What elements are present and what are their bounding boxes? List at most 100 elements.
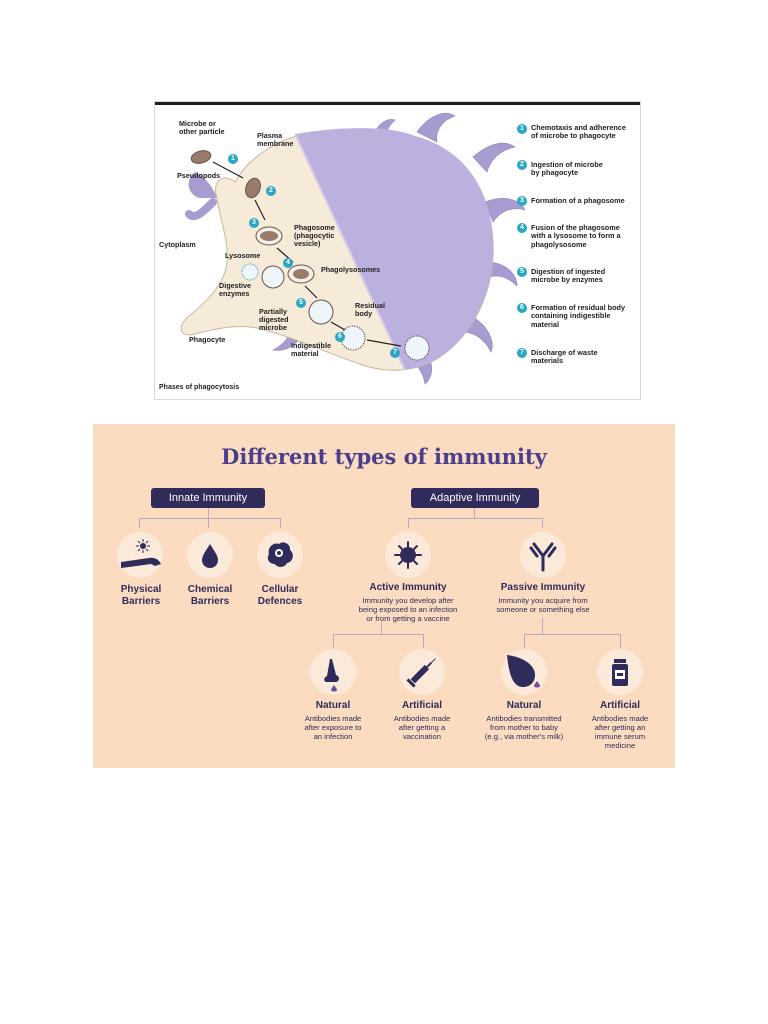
passive-connector-v3: [620, 634, 621, 648]
active-immunity-desc: Immunity you develop after being exposed…: [358, 596, 458, 623]
phagolysosome-microbe: [293, 269, 309, 279]
legend-step-6-text: Formation of residual body containing in…: [531, 303, 626, 329]
legend-step-1-number: 1: [517, 124, 527, 134]
passive-natural-title: Natural: [506, 700, 542, 711]
phagocyte-illustration: [180, 113, 526, 385]
legend-step-1-text: Chemotaxis and adherence of microbe to p…: [531, 123, 626, 141]
phagocytosis-figure: Microbe or other particle Plasma membran…: [155, 102, 640, 399]
cell-division-line: [294, 133, 406, 371]
spike-3: [472, 142, 516, 173]
legend-step-2-number: 2: [517, 160, 527, 170]
active-immunity-title: Active Immunity: [369, 582, 447, 593]
passive-artificial-desc: Antibodies made after getting an immune …: [591, 714, 649, 750]
step-marker-7: 7: [390, 348, 400, 358]
microbe-1: [190, 150, 212, 164]
label-partially-digested: Partially digested microbe: [259, 307, 289, 332]
active-connector-h: [333, 634, 424, 635]
immunity-infographic: Different types of immunity Innate Immun…: [93, 424, 675, 768]
legend-step-4-text: Fusion of the phagosome with a lysosome …: [531, 223, 621, 249]
medicine-bottle-icon: [612, 659, 628, 686]
legend-step-2-text: Ingestion of microbe by phagocyte: [531, 160, 603, 178]
active-connector-v2: [381, 622, 382, 634]
adaptive-connector-v3: [542, 518, 543, 528]
active-natural-desc: Antibodies made after exposure to an inf…: [304, 714, 362, 741]
figure-caption: Phases of phagocytosis: [159, 384, 240, 391]
passive-natural-icon-bg: [501, 649, 547, 695]
innate-connector-v2: [208, 508, 209, 528]
legend-step-6-number: 6: [517, 303, 527, 313]
label-phagolysosomes: Phagolysosomes: [321, 265, 381, 274]
residual-body: [340, 325, 366, 351]
step-marker-6: 6: [335, 332, 345, 342]
cellular-defences-icon-bg: [257, 532, 303, 578]
passive-natural-desc: Antibodies transmitted from mother to ba…: [484, 714, 564, 741]
antibody-icon: [529, 542, 557, 572]
active-natural-icon-bg: [310, 649, 356, 695]
pseudopod-arm-lower: [185, 198, 217, 221]
physical-barriers-label: Physical Barriers: [120, 584, 162, 607]
physical-barriers-icon-bg: [117, 532, 163, 578]
label-phagosome: Phagosome (phagocytic vesicle): [294, 223, 335, 248]
legend-step-7-text: Discharge of waste materials: [531, 348, 598, 366]
active-immunity-icon-bg: [385, 532, 431, 578]
spike-6: [464, 316, 493, 353]
legend-step-5-number: 5: [517, 267, 527, 277]
step-marker-2: 2: [266, 186, 276, 196]
step-marker-5: 5: [296, 298, 306, 308]
legend-step-5-text: Digestion of ingested microbe by enzymes: [531, 267, 606, 285]
label-indigestible: Indigestible material: [291, 341, 331, 358]
droplet-icon: [202, 544, 218, 568]
passive-immunity-desc: Immunity you acquire from someone or som…: [496, 596, 590, 614]
figure-top-border: [155, 102, 640, 105]
passive-artificial-title: Artificial: [599, 700, 640, 711]
passive-immunity-icon-bg: [520, 532, 566, 578]
cell-purple-half: [295, 128, 494, 370]
label-plasma-membrane: Plasma membrane: [257, 131, 294, 148]
arm-sun-icon: [121, 539, 161, 568]
adaptive-connector-v1: [408, 518, 409, 528]
legend-step-4-number: 4: [517, 223, 527, 233]
passive-connector-v1: [524, 634, 525, 648]
label-residual-body: Residual body: [355, 301, 385, 318]
adaptive-connector-v2: [474, 508, 475, 518]
innate-connector-v3: [280, 518, 281, 528]
active-connector-v3: [423, 634, 424, 648]
legend-step-7-number: 7: [517, 348, 527, 358]
phagolysosome-1: [261, 265, 285, 289]
active-connector-v1: [333, 634, 334, 648]
spike-4: [484, 198, 526, 223]
legend-step-3-text: Formation of a phagosome: [531, 196, 625, 205]
process-arrows: [212, 161, 402, 347]
label-pseudopods: Pseudopods: [177, 171, 221, 180]
innate-connector-h: [139, 518, 281, 519]
infographic-title: Different types of immunity: [221, 444, 547, 469]
passive-connector-v2: [542, 618, 543, 634]
innate-connector-v1: [139, 518, 140, 528]
label-cytoplasm: Cytoplasm: [159, 240, 196, 249]
virus-icon: [394, 541, 422, 569]
microbe-2: [245, 177, 261, 199]
legend-step-3-number: 3: [517, 196, 527, 206]
passive-connector-h: [524, 634, 621, 635]
step-marker-1: 1: [228, 154, 238, 164]
partial-digest-vesicle: [308, 299, 334, 325]
active-natural-title: Natural: [315, 700, 351, 711]
pseudopod-arm-left: [188, 172, 217, 198]
active-artificial-title: Artificial: [401, 700, 442, 711]
immune-cell-icon: [267, 542, 293, 567]
adaptive-connector-h: [408, 518, 543, 519]
label-digestive-enzymes: Digestive enzymes: [219, 281, 251, 298]
lysosome: [241, 263, 259, 281]
label-phagocyte: Phagocyte: [189, 335, 226, 344]
spike-2: [416, 113, 456, 143]
cellular-defences-label: Cellular Defences: [257, 584, 303, 607]
passive-artificial-icon-bg: [597, 649, 643, 695]
passive-immunity-title: Passive Immunity: [500, 582, 586, 593]
breast-milk-icon: [507, 655, 540, 688]
chemical-barriers-icon-bg: [187, 532, 233, 578]
step-marker-4: 4: [283, 258, 293, 268]
label-lysosome: Lysosome: [225, 251, 261, 260]
waste-discharge: [404, 335, 430, 361]
nose-icon: [324, 659, 339, 692]
active-artificial-icon-bg: [399, 649, 445, 695]
